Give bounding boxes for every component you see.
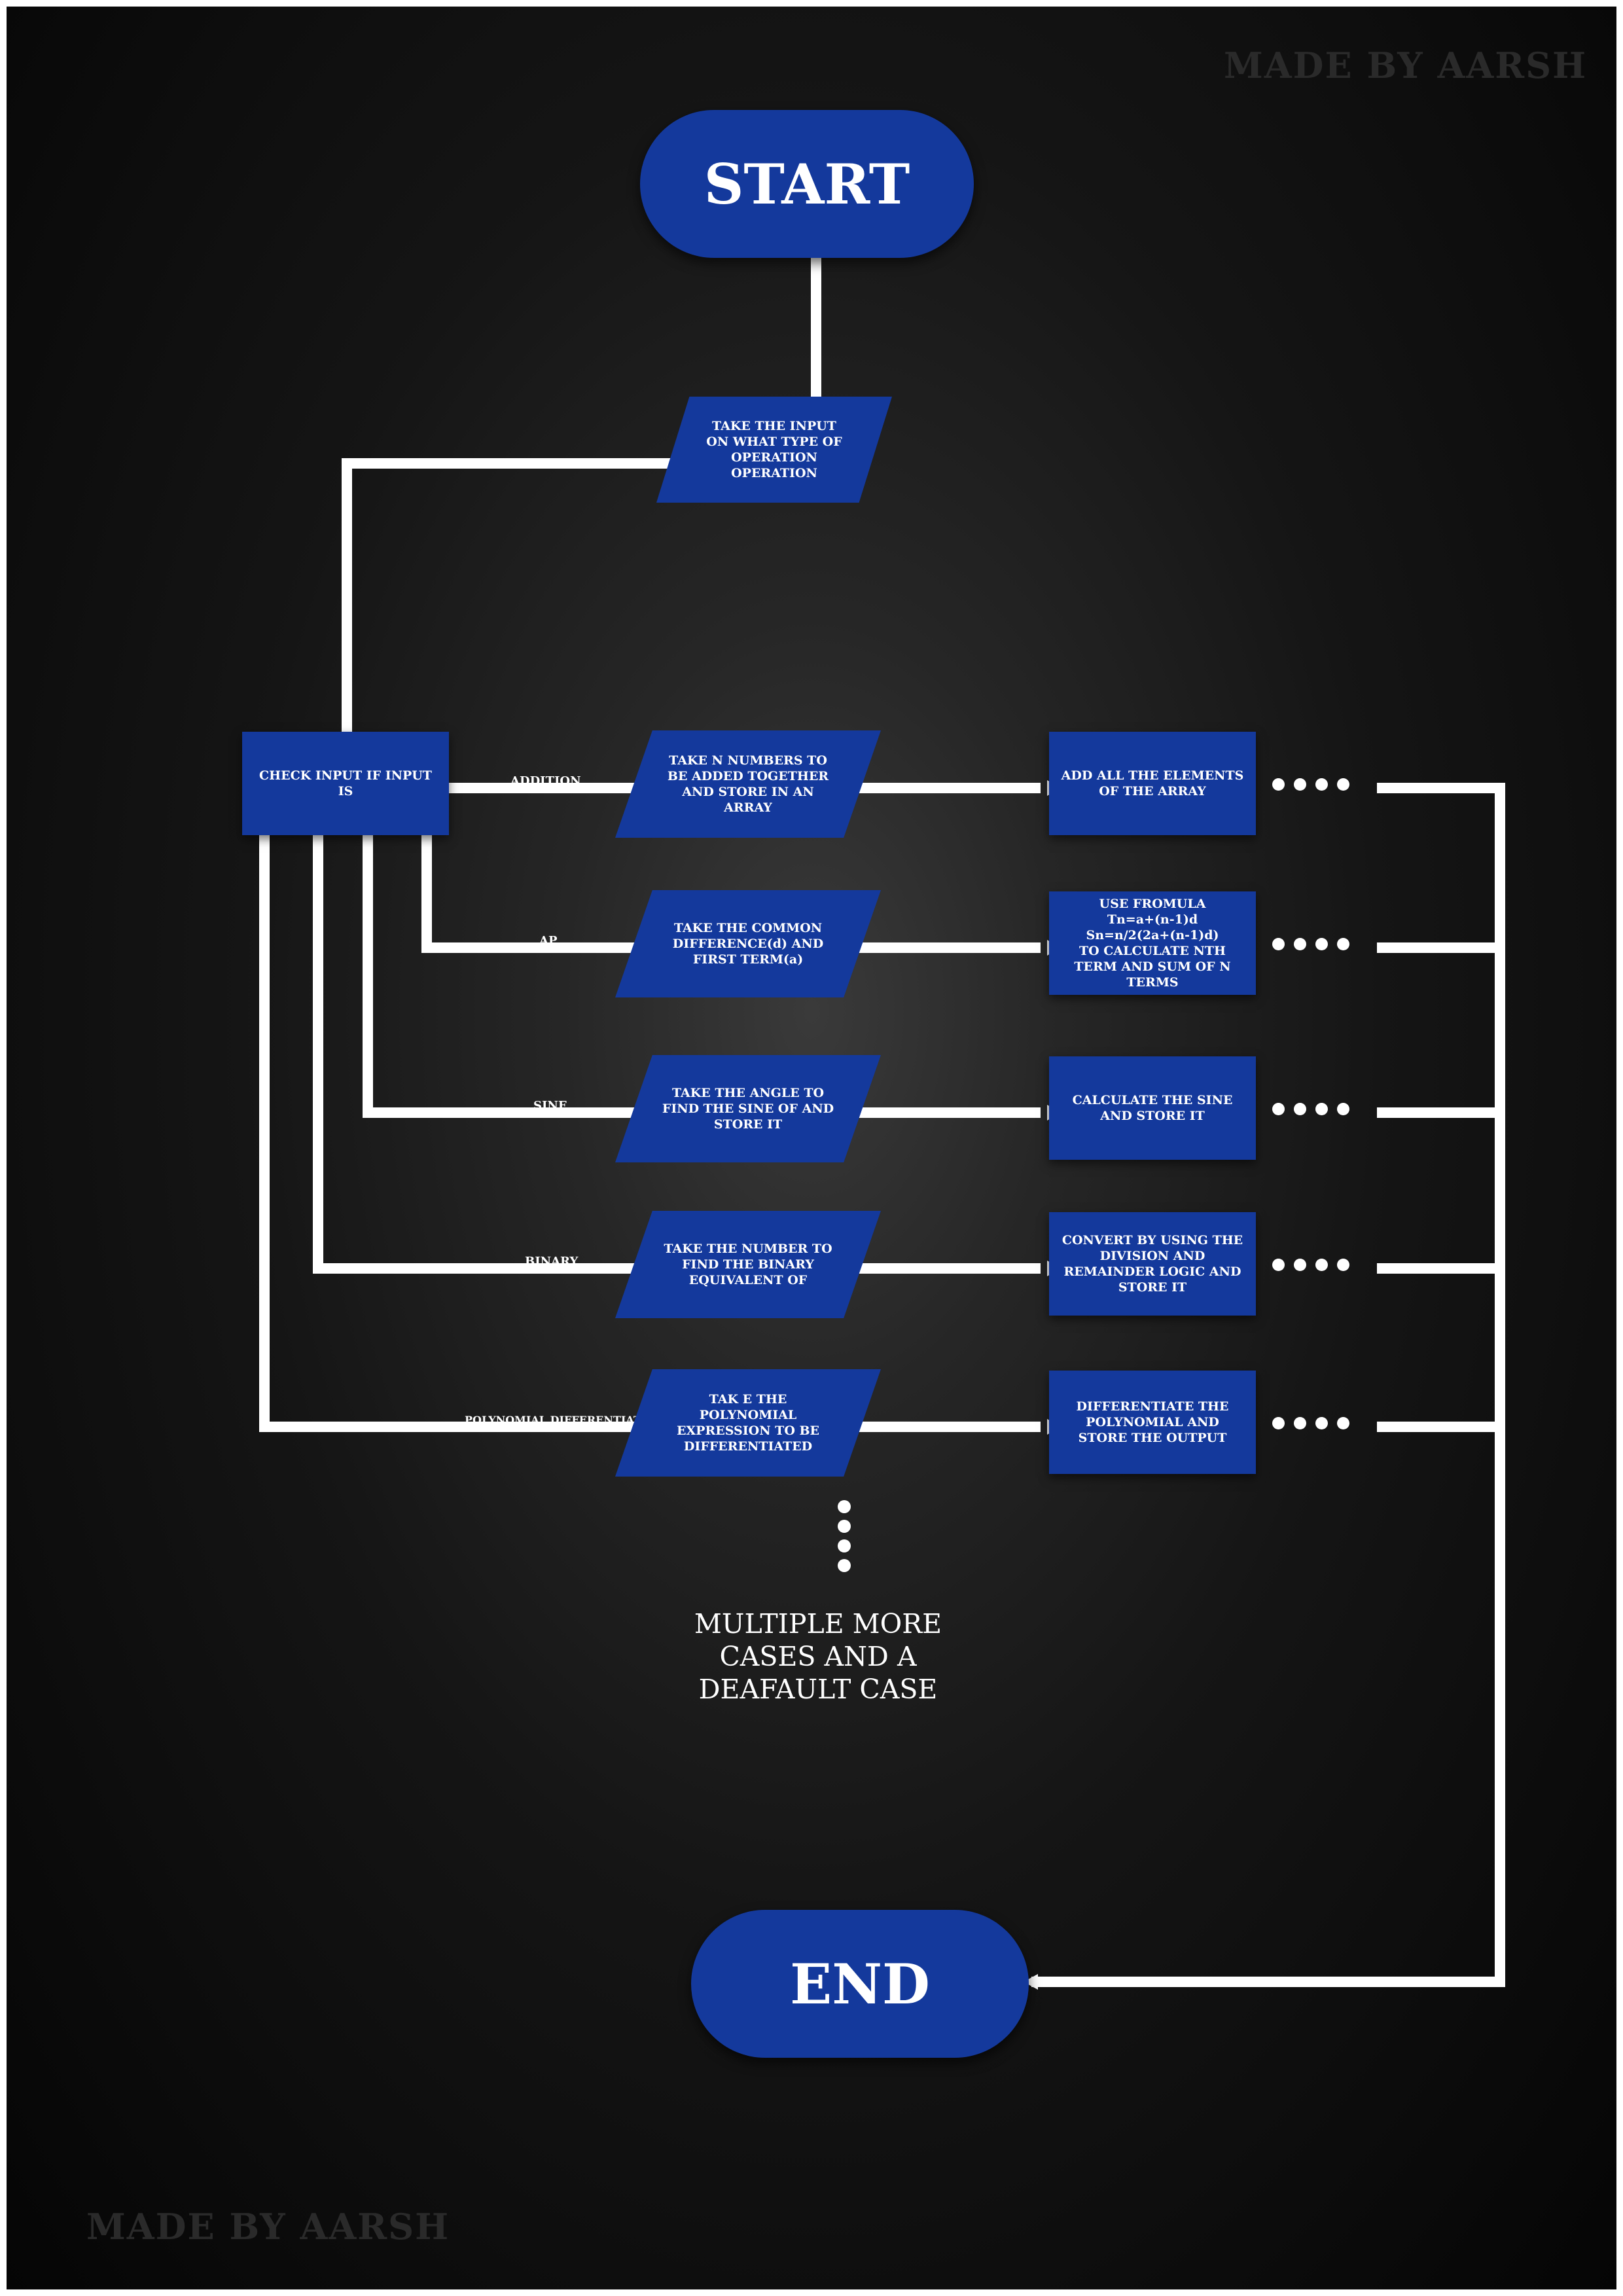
case-process-sine: CALCULATE THE SINE AND STORE IT (1049, 1056, 1256, 1160)
case-input-sine: TAKE THE ANGLE TO FIND THE SINE OF AND S… (615, 1055, 881, 1162)
more-cases-note: MULTIPLE MORE CASES AND A DEAFAULT CASE (694, 1608, 942, 1705)
input-operation-step: TAKE THE INPUT ON WHAT TYPE OF OPERATION… (656, 397, 892, 503)
input-to-process-addition (851, 783, 1041, 793)
case-input-ap: TAKE THE COMMON DIFFERENCE(d) AND FIRST … (615, 890, 881, 997)
case-label-ap: AP (539, 934, 558, 948)
end-terminal: END (691, 1910, 1029, 2058)
branch-down-sine (363, 835, 373, 1118)
case-process-polynomial: DIFFERENTIATE THE POLYNOMIAL AND STORE T… (1049, 1371, 1256, 1474)
continuation-dots-sine (1272, 1103, 1349, 1115)
case-input-polynomial: TAK E THE POLYNOMIAL EXPRESSION TO BE DI… (615, 1369, 881, 1477)
ap-nth-term-formula: Tn=a+(n-1)d (1107, 912, 1198, 927)
more-cases-dots (838, 1500, 851, 1572)
process-to-collector-ap (1377, 942, 1505, 953)
case-process-ap: USE FROMULA Tn=a+(n-1)d Sn=n/2(2a+(n-1)d… (1049, 891, 1256, 995)
case-label-polynomial: POLYNOMIAL DIFFERENTIATION (465, 1414, 665, 1426)
connector-lines (259, 258, 1505, 1990)
line-start-to-input (811, 258, 821, 406)
input-to-process-sine (851, 1107, 1041, 1118)
case-process-addition: ADD ALL THE ELEMENTS OF THE ARRAY (1049, 732, 1256, 835)
continuation-dots-addition (1272, 778, 1349, 791)
continuation-dots-binary (1272, 1259, 1349, 1271)
branch-to-input-binary (313, 1263, 649, 1274)
continuation-dots-polynomial (1272, 1417, 1349, 1429)
input-to-process-binary (851, 1263, 1041, 1274)
check-input-decision: CHECK INPUT IF INPUT IS (242, 732, 449, 835)
input-to-process-ap (851, 942, 1041, 953)
line-collector-to-end (1031, 1977, 1505, 1987)
arrow-into-end (1024, 1974, 1038, 1990)
branch-to-input-addition (449, 783, 654, 793)
branch-to-input-sine (363, 1107, 649, 1118)
ap-sum-formula: Sn=n/2(2a+(n-1)d) (1086, 928, 1219, 942)
process-to-collector-polynomial (1377, 1422, 1505, 1432)
process-to-collector-sine (1377, 1107, 1505, 1118)
input-to-process-polynomial (851, 1422, 1041, 1432)
ap-process-line-1: USE FROMULA (1099, 897, 1206, 911)
case-label-sine: SINE (533, 1099, 567, 1113)
watermark-bottom: MADE BY AARSH (86, 2206, 450, 2248)
line-input-left (342, 458, 696, 469)
line-input-down (342, 458, 352, 734)
branch-down-binary (313, 835, 323, 1274)
watermark-top: MADE BY AARSH (1224, 45, 1588, 86)
case-label-addition: ADDITION (510, 774, 581, 788)
branch-down-polynomial (259, 835, 270, 1432)
case-label-binary: BINARY (525, 1255, 579, 1268)
case-input-binary: TAKE THE NUMBER TO FIND THE BINARY EQUIV… (615, 1211, 881, 1318)
ap-process-line-4: TO CALCULATE NTH TERM AND SUM OF N TERMS (1074, 944, 1231, 990)
collector-bar (1495, 783, 1505, 1987)
process-to-collector-binary (1377, 1263, 1505, 1274)
process-to-collector-addition (1377, 783, 1505, 793)
case-input-addition: TAKE N NUMBERS TO BE ADDED TOGETHER AND … (615, 730, 881, 838)
branch-down-ap (421, 835, 432, 953)
case-process-binary: CONVERT BY USING THE DIVISION AND REMAIN… (1049, 1212, 1256, 1316)
branch-to-input-polynomial (259, 1422, 649, 1432)
continuation-dots-ap (1272, 938, 1349, 950)
start-terminal: START (640, 110, 974, 258)
branch-to-input-ap (421, 942, 649, 953)
flowchart-canvas: MADE BY AARSH MADE BY AARSH START TAKE T… (7, 7, 1616, 2289)
